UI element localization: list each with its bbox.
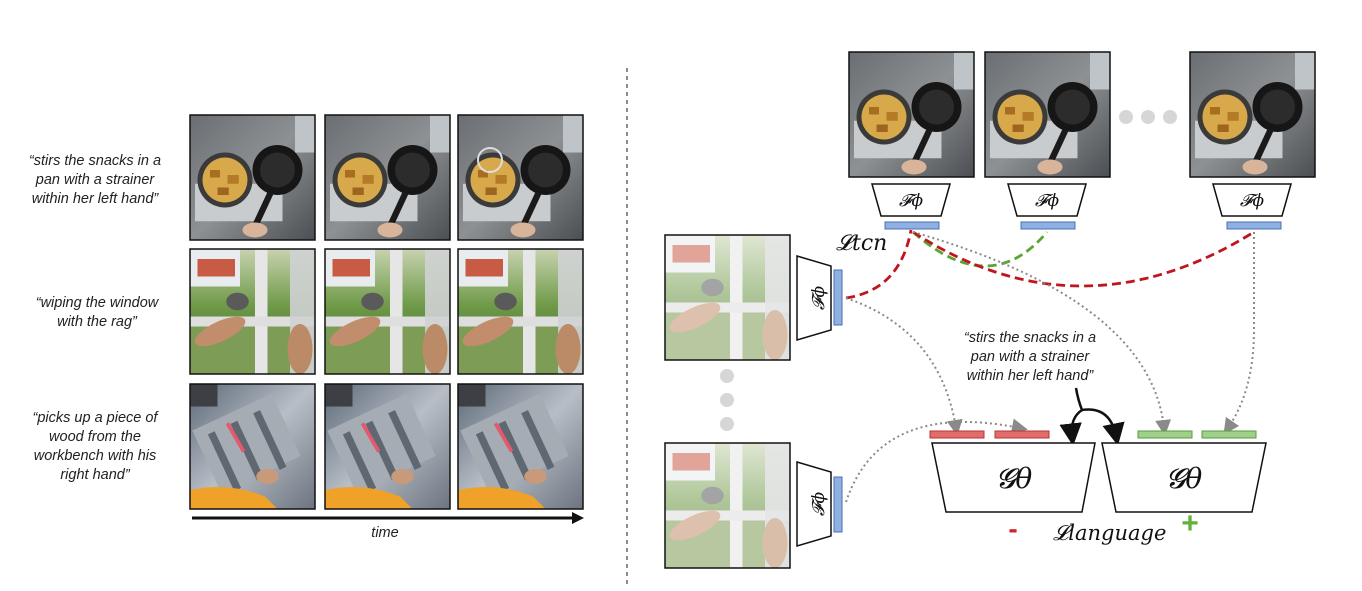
caption-row-2: “wiping the window with the rag” — [36, 295, 160, 330]
frame-row-3 — [189, 383, 584, 510]
dotted-arrow-top3-to-pos2 — [1223, 232, 1255, 435]
dotted-arrow-side2-to-neg2 — [845, 418, 1028, 503]
negative-embedding-2 — [994, 430, 1050, 439]
encoder-top-2-label: 𝓕ϕ — [1035, 191, 1060, 211]
caption-2-line-2: with the rag” — [57, 314, 138, 330]
caption-1-line-3: within her left hand” — [32, 191, 160, 207]
top-frame-3 — [1190, 52, 1315, 177]
ellipsis-dots-horizontal — [1119, 110, 1177, 124]
encoder-top-3: 𝓕ϕ — [1212, 183, 1292, 217]
tcn-positive-arc — [912, 230, 1049, 268]
top-frame-2 — [985, 52, 1110, 177]
right-panel: 𝓕ϕ 𝓕ϕ 𝓕ϕ 𝓕ϕ — [664, 51, 1316, 569]
tcn-negative-arc-1 — [845, 229, 913, 300]
top-frame-1 — [849, 52, 974, 177]
decoder-positive: 𝓖θ — [1101, 442, 1267, 513]
encoder-top-2: 𝓕ϕ — [1007, 183, 1087, 217]
caption-3-line-4: right hand” — [60, 467, 130, 483]
dotted-arrow-side1-to-neg1 — [845, 297, 963, 436]
encoder-top-1-label: 𝓕ϕ — [899, 191, 924, 211]
caption-3-line-1: “picks up a piece of — [33, 410, 160, 426]
embedding-side-1 — [833, 269, 843, 326]
encoder-side-1-label: 𝓕ϕ — [809, 286, 829, 311]
right-caption-line-1: “stirs the snacks in a — [964, 330, 1096, 346]
embedding-top-1 — [884, 221, 940, 230]
caption-arrow-left — [1059, 387, 1084, 446]
right-caption-line-2: pan with a strainer — [970, 349, 1091, 365]
frame-2-2 — [325, 249, 450, 374]
tcn-loss-label: 𝓛tcn — [836, 231, 887, 256]
encoder-side-1: 𝓕ϕ — [796, 254, 832, 342]
frame-3-3 — [458, 384, 583, 509]
frame-2-1 — [190, 249, 315, 374]
embedding-top-3 — [1226, 221, 1282, 230]
caption-3-line-3: workbench with his — [34, 448, 157, 464]
caption-arrow-right — [1081, 408, 1125, 446]
positive-embedding-1 — [1137, 430, 1193, 439]
frame-1-1 — [190, 115, 315, 240]
caption-2-line-1: “wiping the window — [36, 295, 160, 311]
frame-3-1 — [190, 384, 315, 509]
positive-embedding-2 — [1201, 430, 1257, 439]
encoder-side-2: 𝓕ϕ — [796, 460, 832, 548]
frame-1-2 — [325, 115, 450, 240]
minus-sign: - — [1008, 513, 1017, 544]
time-label: time — [371, 525, 398, 541]
encoder-top-3-label: 𝓕ϕ — [1240, 191, 1265, 211]
caption-row-1: “stirs the snacks in a pan with a strain… — [29, 153, 161, 207]
embedding-side-2 — [833, 476, 843, 533]
dotted-arrow-top1-to-pos1 — [912, 231, 1172, 436]
plus-sign: + — [1181, 507, 1199, 540]
decoder-positive-label: 𝓖θ — [1166, 462, 1203, 495]
frame-1-3 — [458, 115, 583, 240]
caption-1-line-1: “stirs the snacks in a — [29, 153, 161, 169]
left-frame-2 — [665, 443, 790, 568]
caption-3-line-2: wood from the — [49, 429, 141, 445]
frame-2-3 — [458, 249, 583, 374]
frame-3-2 — [325, 384, 450, 509]
caption-1-line-2: pan with a strainer — [35, 172, 156, 188]
embedding-top-2 — [1020, 221, 1076, 230]
left-frame-1 — [665, 235, 790, 360]
negative-embedding-1 — [929, 430, 985, 439]
tcn-negative-arc-2 — [912, 230, 1255, 288]
encoder-top-1: 𝓕ϕ — [871, 183, 951, 217]
right-caption-line-3: within her left hand” — [967, 368, 1095, 384]
time-arrow-head — [572, 512, 584, 524]
language-loss-label: 𝓛language — [1053, 521, 1166, 545]
decoder-negative: 𝓖θ — [931, 442, 1096, 513]
frame-row-1 — [189, 114, 584, 241]
encoder-side-2-label: 𝓕ϕ — [809, 492, 829, 517]
left-panel: “stirs the snacks in a pan with a strain… — [29, 114, 584, 541]
ellipsis-dots-vertical — [720, 369, 734, 431]
frame-row-2 — [189, 248, 584, 375]
decoder-negative-label: 𝓖θ — [996, 462, 1033, 495]
caption-row-3: “picks up a piece of wood from the workb… — [33, 410, 160, 483]
